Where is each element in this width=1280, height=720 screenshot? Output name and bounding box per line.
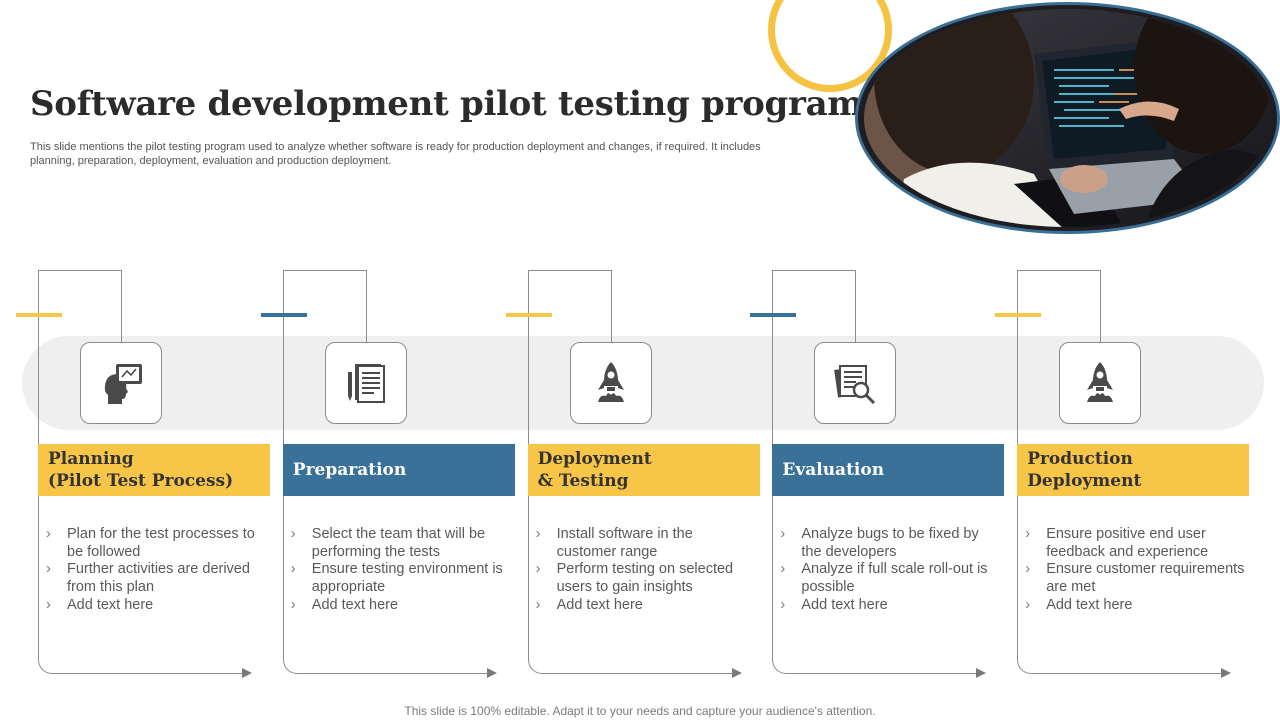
rocket-icon	[588, 360, 634, 406]
step-title: Evaluation	[782, 459, 884, 481]
step-bullet: › Ensure customer requirements are met	[1025, 561, 1245, 596]
chevron-right-icon: ›	[1025, 597, 1030, 615]
timeline-arrow-line	[1031, 673, 1223, 674]
accent-dash	[750, 313, 796, 317]
connector-line	[1017, 342, 1031, 674]
chevron-right-icon: ›	[1025, 561, 1030, 579]
chevron-right-icon: ›	[780, 526, 785, 544]
timeline-arrow-line	[297, 673, 489, 674]
chevron-right-icon: ›	[536, 597, 541, 615]
chevron-right-icon: ›	[46, 526, 51, 544]
connector-bracket	[1017, 270, 1101, 342]
accent-dash	[16, 313, 62, 317]
step-bullet-text: Ensure customer requirements are met	[1046, 561, 1244, 595]
step-bullet-text: Ensure positive end user feedback and ex…	[1046, 526, 1208, 560]
connector-line	[772, 342, 786, 674]
step-header: Production Deployment	[1017, 444, 1249, 496]
chevron-right-icon: ›	[536, 561, 541, 579]
chevron-right-icon: ›	[1025, 526, 1030, 544]
step-bullet-text: Add text here	[67, 597, 153, 613]
step-icon-box	[570, 342, 652, 424]
connector-line	[283, 342, 297, 674]
step-bullet-text: Analyze bugs to be fixed by the develope…	[801, 526, 978, 560]
step-bullets: › Ensure positive end user feedback and e…	[1025, 526, 1245, 615]
step-bullet-text: Select the team that will be performing …	[312, 526, 485, 560]
step-title: Planning (Pilot Test Process)	[48, 448, 233, 492]
connector-line	[528, 342, 542, 674]
step-bullet-text: Install software in the customer range	[557, 526, 693, 560]
step-bullet: › Add text here	[291, 597, 511, 615]
planning-head-icon	[98, 360, 144, 406]
step-bullet: › Plan for the test processes to be follo…	[46, 526, 266, 561]
chevron-right-icon: ›	[780, 561, 785, 579]
step-bullet: › Ensure testing environment is appropria…	[291, 561, 511, 596]
step-icon-box	[325, 342, 407, 424]
step-bullet: › Analyze bugs to be fixed by the develop…	[780, 526, 1000, 561]
arrow-right-icon	[1221, 668, 1231, 678]
step-bullet-text: Plan for the test processes to be follow…	[67, 526, 255, 560]
step-bullet: › Add text here	[1025, 597, 1245, 615]
step-bullet: › Perform testing on selected users to ga…	[536, 561, 756, 596]
step-column: Deployment & Testing › Install software i…	[490, 0, 735, 720]
step-column: Evaluation › Analyze bugs to be fixed by …	[734, 0, 979, 720]
step-bullet-text: Further activities are derived from this…	[67, 561, 250, 595]
chevron-right-icon: ›	[46, 597, 51, 615]
step-bullet-text: Add text here	[1046, 597, 1132, 613]
step-header: Preparation	[283, 444, 515, 496]
connector-bracket	[283, 270, 367, 342]
step-bullet-text: Perform testing on selected users to gai…	[557, 561, 734, 595]
step-bullet: › Add text here	[780, 597, 1000, 615]
chevron-right-icon: ›	[46, 561, 51, 579]
step-bullet: › Add text here	[536, 597, 756, 615]
connector-bracket	[38, 270, 122, 342]
accent-dash	[261, 313, 307, 317]
connector-bracket	[772, 270, 856, 342]
step-bullet: › Add text here	[46, 597, 266, 615]
accent-dash	[995, 313, 1041, 317]
step-title: Preparation	[293, 459, 406, 481]
chevron-right-icon: ›	[291, 526, 296, 544]
step-bullet-text: Add text here	[312, 597, 398, 613]
step-header: Evaluation	[772, 444, 1004, 496]
step-header: Planning (Pilot Test Process)	[38, 444, 270, 496]
step-bullet-text: Add text here	[557, 597, 643, 613]
chevron-right-icon: ›	[536, 526, 541, 544]
chevron-right-icon: ›	[291, 561, 296, 579]
footer-note: This slide is 100% editable. Adapt it to…	[0, 704, 1280, 718]
step-title: Production Deployment	[1027, 448, 1141, 492]
chevron-right-icon: ›	[780, 597, 785, 615]
accent-dash	[506, 313, 552, 317]
step-icon-box	[80, 342, 162, 424]
step-bullet: › Analyze if full scale roll-out is possi…	[780, 561, 1000, 596]
step-bullets: ›Install software in the customer range›…	[536, 526, 756, 615]
step-bullets: › Select the team that will be performing…	[291, 526, 511, 615]
connector-bracket	[528, 270, 612, 342]
connector-line	[38, 342, 52, 674]
step-column: Planning (Pilot Test Process) ›Plan for …	[0, 0, 245, 720]
step-column: Production Deployment › Ensure positive e…	[979, 0, 1224, 720]
document-pen-icon	[343, 360, 389, 406]
step-bullet: › Ensure positive end user feedback and e…	[1025, 526, 1245, 561]
timeline-arrow-line	[542, 673, 734, 674]
step-bullets: › Plan for the test processes to be follo…	[46, 526, 266, 615]
timeline-arrow-line	[786, 673, 978, 674]
step-header: Deployment & Testing	[528, 444, 760, 496]
document-search-icon	[832, 360, 878, 406]
step-title: Deployment & Testing	[538, 448, 652, 492]
chevron-right-icon: ›	[291, 597, 296, 615]
step-icon-box	[1059, 342, 1141, 424]
step-column: Preparation › Select the team that will b…	[245, 0, 490, 720]
step-bullet-text: Ensure testing environment is appropriat…	[312, 561, 503, 595]
step-icon-box	[814, 342, 896, 424]
step-bullet: › Select the team that will be performing…	[291, 526, 511, 561]
step-bullet: › Further activities are derived from thi…	[46, 561, 266, 596]
rocket-icon	[1077, 360, 1123, 406]
step-bullet: › Install software in the customer range	[536, 526, 756, 561]
timeline-arrow-line	[52, 673, 244, 674]
step-bullets: › Analyze bugs to be fixed by the develop…	[780, 526, 1000, 615]
step-bullet-text: Analyze if full scale roll-out is possib…	[801, 561, 987, 595]
step-bullet-text: Add text here	[801, 597, 887, 613]
